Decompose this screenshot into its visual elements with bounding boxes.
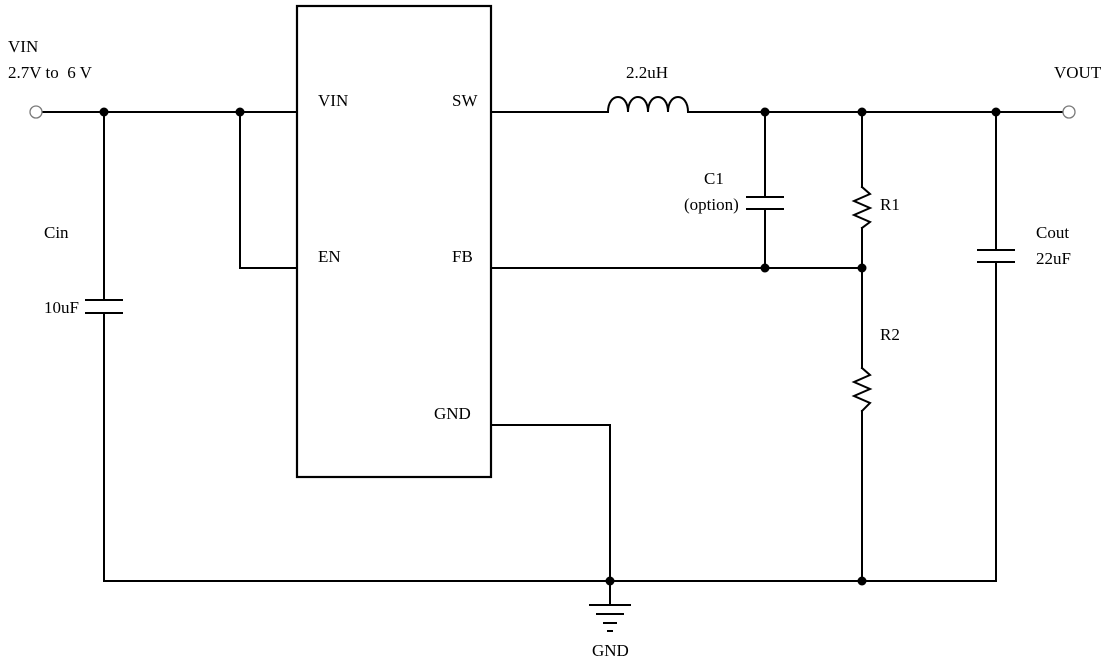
inductor-value-label: 2.2uH <box>626 63 668 82</box>
ic-body <box>295 4 493 479</box>
ic-pin-gnd: GND <box>434 404 471 423</box>
junction-dot <box>235 107 245 117</box>
capacitor-cout <box>977 249 1015 263</box>
vout-label: VOUT <box>1054 63 1102 82</box>
cin-name-label: Cin <box>44 223 69 242</box>
ic-pin-sw: SW <box>452 91 478 110</box>
resistor-r1 <box>851 185 873 230</box>
vout-terminal <box>1062 105 1076 119</box>
cout-name-label: Cout <box>1036 223 1069 242</box>
ic-pin-vin: VIN <box>318 91 348 110</box>
vin-title-label: VIN <box>8 37 38 56</box>
junction-dot <box>99 107 109 117</box>
cin-value-label: 10uF <box>44 298 79 317</box>
junctions <box>99 107 1001 586</box>
vin-terminal <box>29 105 43 119</box>
wires <box>41 111 1064 606</box>
inductor-symbol <box>606 96 690 114</box>
ic-pin-en: EN <box>318 247 341 266</box>
junction-dot <box>760 263 770 273</box>
junction-dot <box>605 576 615 586</box>
ground-symbol <box>589 604 631 632</box>
capacitor-cin <box>85 299 123 314</box>
vin-range-label: 2.7V to 6 V <box>8 63 93 82</box>
junction-dot <box>857 576 867 586</box>
c1-name-label: C1 <box>704 169 724 188</box>
junction-dot <box>991 107 1001 117</box>
c1-note-label: (option) <box>684 195 739 214</box>
junction-dot <box>857 263 867 273</box>
gnd-label: GND <box>592 641 629 660</box>
ic-pin-fb: FB <box>452 247 473 266</box>
r1-label: R1 <box>880 195 900 214</box>
r2-label: R2 <box>880 325 900 344</box>
capacitor-c1 <box>746 196 784 210</box>
cout-value-label: 22uF <box>1036 249 1071 268</box>
junction-dot <box>857 107 867 117</box>
junction-dot <box>760 107 770 117</box>
resistor-r2 <box>851 366 873 413</box>
